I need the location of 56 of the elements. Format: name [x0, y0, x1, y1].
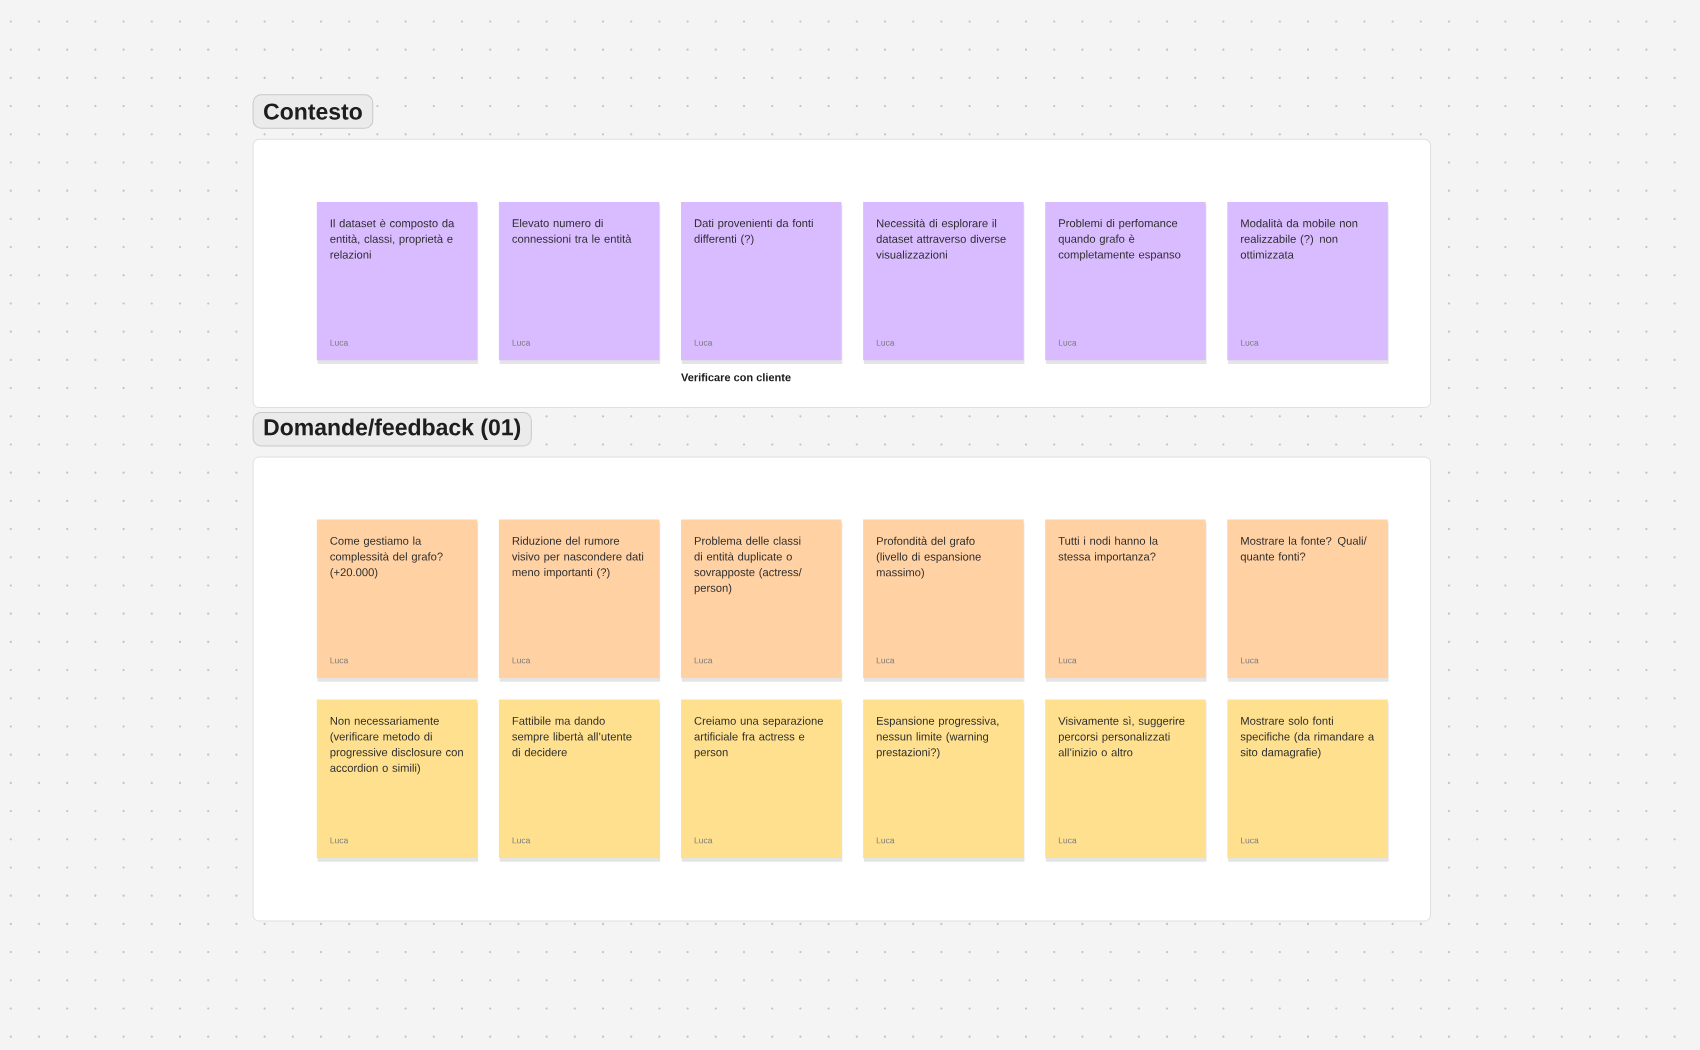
author-name: Luca — [330, 657, 349, 664]
author-name: Luca — [1058, 837, 1077, 844]
author-name: Luca — [876, 837, 895, 844]
note-text: Fattibile ma dando sempre libertà all’utente di decidere — [512, 716, 632, 757]
note-text: Il dataset è composto da entità, classi, proprietà e relazioni — [330, 218, 455, 259]
author-name: Luca — [1058, 339, 1077, 346]
author-name: Luca — [1241, 837, 1259, 844]
author-name: Luca — [330, 339, 349, 346]
note-text: Necessità di esplorare il dataset attraverso diverse visualizzazioni — [876, 218, 1006, 259]
sticky-note — [863, 699, 1025, 862]
note-text: Espansione progressiva, nessun limite (warning prestazioni?) — [876, 716, 999, 759]
sticky-note — [498, 201, 661, 364]
sticky-note — [1045, 699, 1207, 862]
sticky-note — [316, 519, 479, 682]
note-text: Riduzione del rumore visivo per nascondere dati meno importanti (?) — [511, 536, 644, 579]
sticky-note — [498, 699, 661, 862]
sticky-note — [681, 699, 843, 862]
note-text: Dati provenienti da fonti differenti (?) — [694, 218, 813, 246]
note-text: Creiamo una separazione artificiale fra actress e person — [694, 716, 823, 759]
author-name: Luca — [876, 657, 895, 664]
author-name: Luca — [512, 837, 531, 844]
note-text: Problemi di perfomance quando grafo è completamente espanso — [1058, 218, 1181, 261]
author-name: Luca — [694, 657, 713, 664]
note-caption: Verificare con cliente — [681, 373, 791, 382]
sticky-note — [681, 519, 843, 682]
note-text: Problema delle classi di entità duplicate o sovrapposte (actress/ person) — [694, 536, 802, 595]
author-name: Luca — [1241, 339, 1259, 346]
sticky-note — [1227, 201, 1389, 364]
sticky-note — [316, 201, 479, 364]
sticky-note — [316, 699, 479, 862]
note-text: Visivamente sì, suggerire percorsi personalizzati all’inizio o altro — [1058, 716, 1185, 757]
sticky-note — [863, 519, 1025, 682]
note-text: Come gestiamo la complessità del grafo? (+20.000) — [330, 536, 443, 579]
author-name: Luca — [330, 837, 349, 844]
section-heading: Domande/feedback (01) — [252, 412, 532, 447]
sticky-note — [1227, 699, 1389, 862]
author-name: Luca — [694, 339, 713, 346]
sticky-note — [1045, 201, 1207, 364]
note-text: Mostrare la fonte? Quali/ quante fonti? — [1240, 536, 1367, 563]
sticky-note — [1227, 519, 1389, 682]
author-name: Luca — [876, 339, 895, 346]
note-text: Tutti i nodi hanno la stessa importanza? — [1058, 536, 1158, 563]
note-text: Profondità del grafo (livello di espansione massimo) — [876, 536, 981, 579]
note-text: Elevato numero di connessioni tra le entità — [512, 218, 632, 243]
author-name: Luca — [1241, 657, 1259, 664]
sticky-note — [863, 201, 1025, 364]
note-text: Mostrare solo fonti specifiche (da rimandare a sito damagrafie) — [1240, 716, 1375, 759]
note-text: Modalità da mobile non realizzabile (?) non ottimizzata — [1240, 218, 1358, 259]
sticky-note — [1045, 519, 1207, 682]
sticky-note — [498, 519, 661, 682]
author-name: Luca — [1058, 657, 1077, 664]
author-name: Luca — [694, 837, 713, 844]
author-name: Luca — [512, 657, 531, 664]
author-name: Luca — [512, 339, 531, 346]
note-text: Non necessariamente (verificare metodo di progressive disclosure con accordion o simili) — [330, 716, 463, 775]
section-heading: Contesto — [252, 94, 374, 129]
